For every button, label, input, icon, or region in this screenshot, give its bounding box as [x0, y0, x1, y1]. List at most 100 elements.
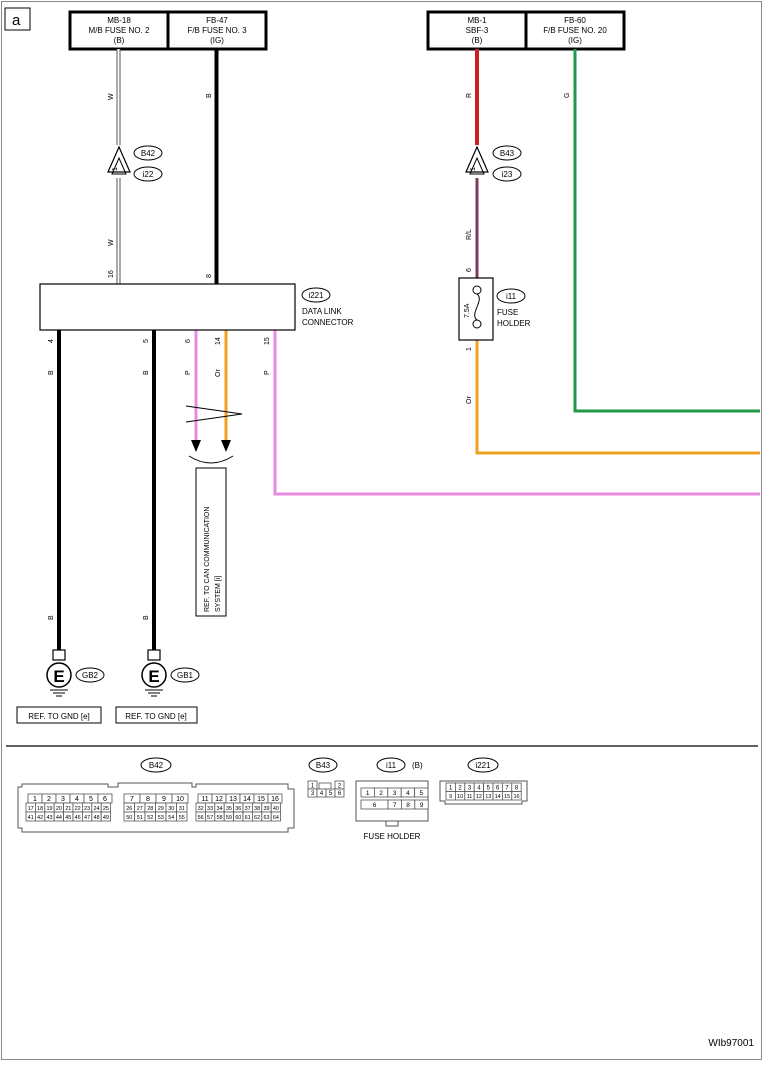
pin-cell-label: 15 [257, 796, 265, 803]
dlc-label: CONNECTOR [302, 318, 354, 327]
wire-code: W [108, 239, 115, 246]
pin-cell-label: 13 [229, 796, 237, 803]
pin-cell-label: 29 [158, 806, 164, 812]
pin-cell [414, 787, 429, 798]
pin-cell-label: 10 [176, 796, 184, 803]
pin-cell-label: 15 [504, 794, 510, 800]
pin-cell-label: 3 [311, 791, 315, 797]
pin-cell-label: 40 [273, 806, 279, 812]
connector-label: GB1 [177, 671, 194, 680]
wire-code: Or [466, 396, 473, 404]
document-id: WIb97001 [708, 1038, 754, 1049]
pin-cell-label: 2 [458, 785, 462, 791]
pin-cell-label: 41 [28, 815, 34, 821]
pin-cell-label: 50 [126, 815, 132, 821]
connector-label: i23 [502, 170, 513, 179]
pin-cell-label: 12 [215, 796, 223, 803]
pin-cell-label: 58 [216, 815, 222, 821]
pin-cell-label: 30 [168, 806, 174, 812]
pin-cell-label: 6 [103, 796, 107, 803]
pin-cell-label: 37 [245, 806, 251, 812]
section-label-box [4, 7, 31, 31]
wire-code: W [108, 93, 115, 100]
pin-cell [511, 791, 522, 801]
fuse-box-fb60: FB-60 F/B FUSE NO. 20 (IG) [524, 10, 626, 51]
ground-symbol-text: E [148, 667, 159, 686]
pin-number: 1 [466, 347, 473, 351]
pin-number: 6 [185, 339, 192, 343]
pin-cell-label: 1 [449, 785, 453, 791]
pin-cell-label: 35 [226, 806, 232, 812]
pin-cell-label: 4 [477, 785, 481, 791]
pin-cell-label: 7 [130, 796, 134, 803]
pin-number: 1 [112, 167, 119, 171]
pin-cell-label: 10 [457, 794, 463, 800]
pin-number: 16 [108, 270, 115, 278]
fuse-sub: (IG) [568, 36, 582, 45]
pin-cell-label: 11 [467, 794, 473, 800]
fuse-name: MB-18 [107, 16, 131, 25]
pin-cell-label: 57 [207, 815, 213, 821]
pin-cell-label: 55 [179, 815, 185, 821]
pin-cell-label: 48 [93, 815, 99, 821]
pin-cell-label: 7 [505, 785, 509, 791]
pin-cell-label: 3 [393, 790, 397, 797]
wire-code: P [185, 370, 192, 375]
pin-cell-label: 47 [84, 815, 90, 821]
pin-cell [270, 811, 282, 822]
pin-cell-label: 6 [338, 791, 342, 797]
pin-cell-label: 51 [137, 815, 143, 821]
pin-number: 8 [206, 274, 213, 278]
pin-cell-label: 8 [515, 785, 519, 791]
wire-code: B [48, 615, 55, 620]
pin-cell-label: 5 [329, 791, 333, 797]
pin-cell [176, 811, 188, 822]
pin-cell-label: 6 [373, 802, 377, 809]
pin-cell-label: 5 [419, 790, 423, 797]
fuse-desc: F/B FUSE NO. 20 [543, 26, 607, 35]
pin-cell-label: 38 [254, 806, 260, 812]
wire-code: B [143, 370, 150, 375]
pin-cell-label: 1 [33, 796, 37, 803]
wire-orange-fuse [475, 340, 760, 455]
pin-cell-label: 54 [168, 815, 174, 821]
pin-cell-label: 12 [476, 794, 482, 800]
pin-cell-label: 53 [158, 815, 164, 821]
pin-number: 1 [470, 167, 477, 171]
can-branch [185, 405, 243, 464]
pin-cell-label: 56 [198, 815, 204, 821]
pin-cell-label: 16 [513, 794, 519, 800]
connector-label: GB2 [82, 671, 99, 680]
pin-cell-label: 11 [201, 796, 208, 803]
pin-cell-label: 43 [46, 815, 52, 821]
pin-cell-label: 60 [235, 815, 241, 821]
inline-connector-b42-i22: 1 B42 i22 [107, 145, 163, 182]
wire-code: P [264, 370, 271, 375]
wire-code: Or [215, 369, 222, 377]
pin-cell-label: 36 [235, 806, 241, 812]
pin-cell-label: 2 [47, 796, 51, 803]
fuse-sub: (IG) [210, 36, 224, 45]
pin-cell-label: 3 [61, 796, 65, 803]
pin-cell-label: 5 [89, 796, 93, 803]
pin-cell-label: 25 [103, 806, 109, 812]
dlc-label: DATA LINK [302, 307, 342, 316]
pin-cell-label: 4 [320, 791, 324, 797]
connector-label: i221 [475, 761, 491, 770]
pin-cell-label: 20 [56, 806, 62, 812]
pin-number: 6 [466, 268, 473, 272]
connector-label: B42 [141, 149, 156, 158]
connector-suffix: (B) [412, 761, 423, 770]
fuse-name: FB-47 [206, 16, 228, 25]
connector-label: B43 [500, 149, 515, 158]
pin-cell-label: 24 [93, 806, 99, 812]
pin-cell-label: 31 [179, 806, 185, 812]
data-link-connector [39, 283, 296, 331]
ground-gb1: E GB1 [141, 649, 200, 697]
fuse-holder-label: FUSE [497, 308, 518, 317]
